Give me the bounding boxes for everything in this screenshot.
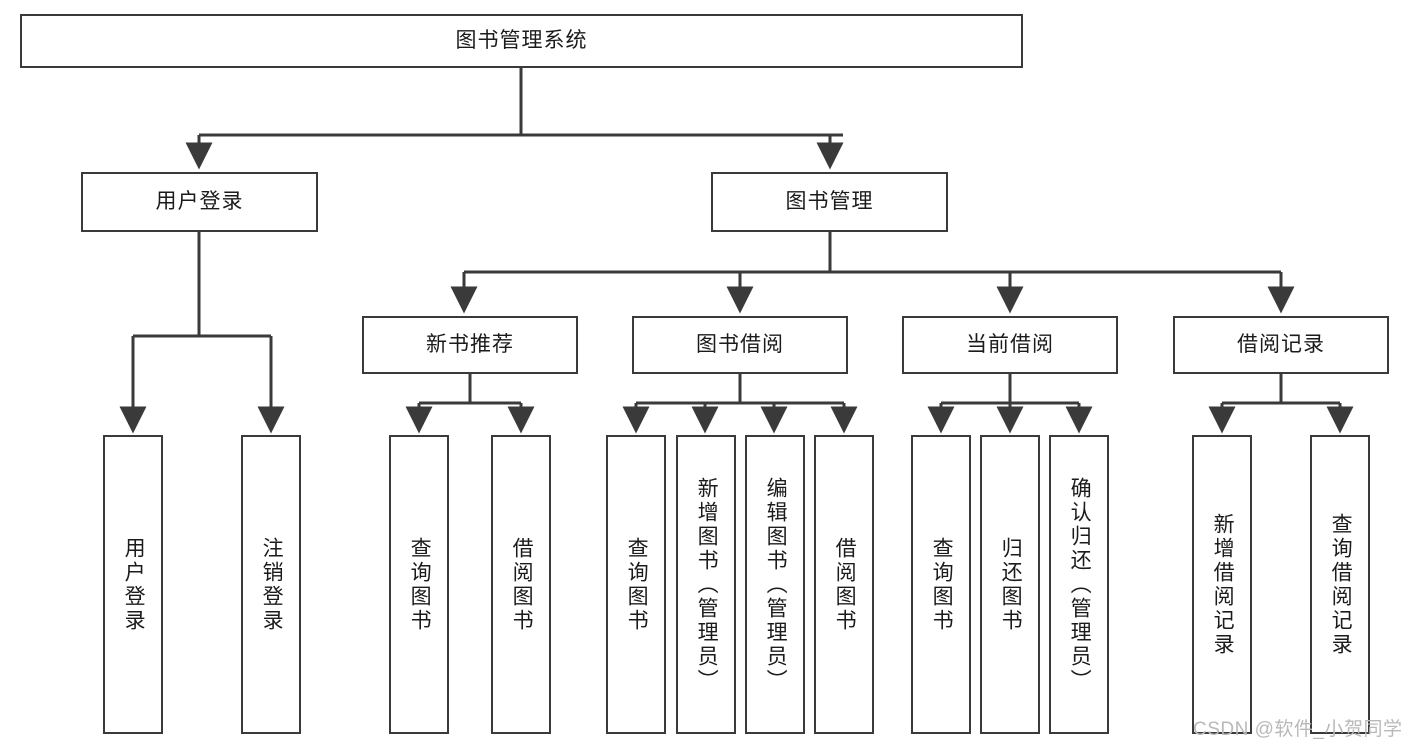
leaf-logout[interactable]: 注销登录 [241, 435, 301, 734]
node-current-borrow-label: 当前借阅 [966, 333, 1054, 357]
node-borrow-record-label: 借阅记录 [1237, 333, 1325, 357]
leaf-add-book-admin[interactable]: 新增图书（管理员） [676, 435, 736, 734]
leaf-query-borrow-record[interactable]: 查询借阅记录 [1310, 435, 1370, 734]
leaf-query-books-current[interactable]: 查询图书 [911, 435, 971, 734]
node-book-borrow-label: 图书借阅 [696, 333, 784, 357]
node-borrow-record[interactable]: 借阅记录 [1173, 316, 1389, 374]
node-book-management[interactable]: 图书管理 [711, 172, 948, 232]
node-new-book-recommend[interactable]: 新书推荐 [362, 316, 578, 374]
leaf-borrow-books-recommend[interactable]: 借阅图书 [491, 435, 551, 734]
leaf-query-books-borrow-label: 查询图书 [625, 536, 649, 633]
node-new-book-recommend-label: 新书推荐 [426, 333, 514, 357]
leaf-user-login-label: 用户登录 [122, 536, 146, 633]
leaf-edit-book-admin-label: 编辑图书（管理员） [764, 476, 788, 693]
leaf-query-borrow-record-label: 查询借阅记录 [1329, 512, 1353, 657]
leaf-query-books-borrow[interactable]: 查询图书 [606, 435, 666, 734]
leaf-add-borrow-record-label: 新增借阅记录 [1211, 512, 1235, 657]
watermark: CSDN @软件_小贺同学 [1193, 719, 1403, 740]
leaf-query-books-recommend-label: 查询图书 [408, 536, 432, 633]
leaf-query-books-current-label: 查询图书 [930, 536, 954, 633]
node-book-borrow[interactable]: 图书借阅 [632, 316, 848, 374]
node-root-label: 图书管理系统 [455, 29, 588, 53]
leaf-query-books-recommend[interactable]: 查询图书 [389, 435, 449, 734]
leaf-confirm-return-admin[interactable]: 确认归还（管理员） [1049, 435, 1109, 734]
leaf-borrow-books-borrow[interactable]: 借阅图书 [814, 435, 874, 734]
node-current-borrow[interactable]: 当前借阅 [902, 316, 1118, 374]
leaf-return-books-label: 归还图书 [999, 536, 1023, 633]
node-user-login[interactable]: 用户登录 [81, 172, 318, 232]
leaf-borrow-books-borrow-label: 借阅图书 [833, 536, 857, 633]
leaf-borrow-books-recommend-label: 借阅图书 [510, 536, 534, 633]
leaf-logout-label: 注销登录 [260, 536, 284, 633]
leaf-return-books[interactable]: 归还图书 [980, 435, 1040, 734]
leaf-add-borrow-record[interactable]: 新增借阅记录 [1192, 435, 1252, 734]
node-book-management-label: 图书管理 [785, 190, 874, 214]
leaf-add-book-admin-label: 新增图书（管理员） [695, 476, 719, 693]
node-root[interactable]: 图书管理系统 [20, 14, 1023, 68]
leaf-edit-book-admin[interactable]: 编辑图书（管理员） [745, 435, 805, 734]
node-user-login-label: 用户登录 [155, 190, 244, 214]
leaf-confirm-return-admin-label: 确认归还（管理员） [1068, 476, 1092, 693]
leaf-user-login[interactable]: 用户登录 [103, 435, 163, 734]
